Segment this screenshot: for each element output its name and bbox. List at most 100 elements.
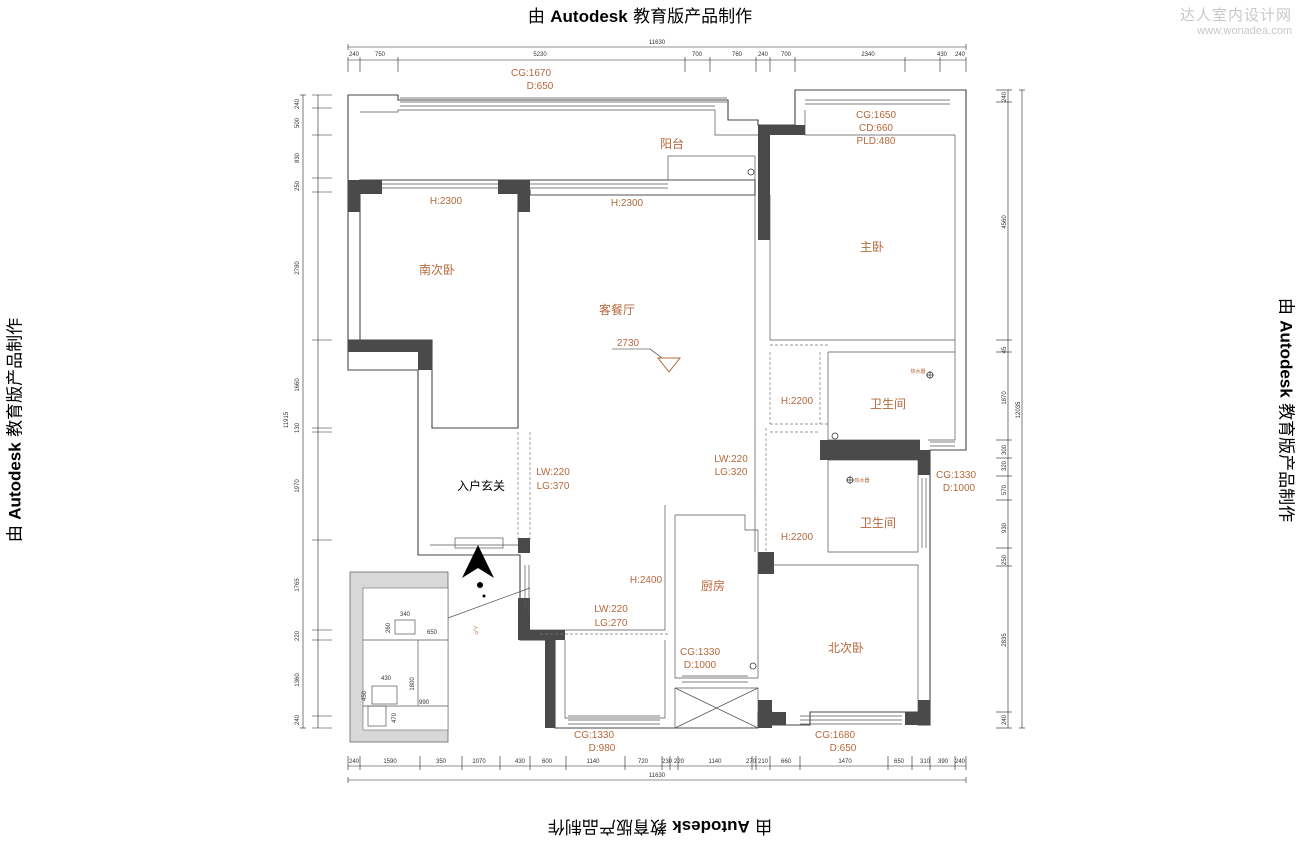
detail-dims: 340 260 650 430 1800 450 990 470 — [362, 612, 438, 723]
column-8 — [518, 598, 565, 728]
dim-bottom: 600 — [542, 759, 553, 765]
anno: LW:220 — [594, 604, 628, 615]
dim-left: 1360 — [295, 673, 301, 687]
site-logo-name: 达人室内设计网 — [1179, 6, 1292, 24]
room-north-bedroom: 北次卧 — [828, 641, 864, 655]
column-15 — [820, 450, 920, 460]
dim-bottom: 1470 — [838, 759, 852, 765]
dim-left: 2780 — [295, 261, 301, 275]
anno: 热水器 — [910, 368, 925, 375]
anno: D:1000 — [943, 483, 976, 494]
anno: H:2200 — [781, 532, 814, 543]
dim-top: 700 — [692, 52, 703, 58]
dim-left-total: 11915 — [284, 411, 290, 428]
entry-door — [447, 537, 531, 619]
anno: LG:370 — [537, 481, 570, 492]
detail-dim: 990 — [419, 700, 430, 706]
column-4 — [518, 180, 530, 212]
column-14 — [820, 440, 920, 450]
dim-right: 250 — [1002, 554, 1008, 565]
anno: PLD:480 — [857, 136, 896, 147]
dim-right: 930 — [1002, 522, 1008, 533]
dim-top: 240 — [758, 52, 769, 58]
dim-bottom: 1590 — [383, 759, 397, 765]
dim-bottom: 230 — [662, 759, 673, 765]
column-12 — [918, 700, 930, 725]
dim-top-total: 11630 — [649, 40, 666, 46]
dim-bottom: 660 — [781, 759, 792, 765]
dim-right: 240 — [1002, 714, 1008, 725]
dim-bottom: 220 — [674, 759, 685, 765]
dims-left: 240 500 830 250 2780 1660 130 1970 1765 … — [284, 98, 301, 725]
dim-right: 2835 — [1002, 633, 1008, 647]
dim-bottom-total: 11630 — [649, 773, 666, 779]
anno: LW:220 — [536, 467, 570, 478]
windows — [382, 97, 955, 725]
anno: CG:1650 — [856, 110, 896, 121]
openings — [517, 344, 828, 635]
entry-arrow-icon — [462, 545, 494, 578]
detail-dim: 1800 — [410, 677, 416, 691]
room-labels: 阳台 南次卧 客餐厅 主卧 卫生间 卫生间 入户玄关 厨房 北次卧 — [419, 136, 906, 655]
dim-bottom: 430 — [515, 759, 526, 765]
room-master-bedroom: 主卧 — [860, 240, 884, 254]
site-logo: 达人室内设计网 www.wonadea.com — [1180, 4, 1292, 37]
detail-dim: 470 — [392, 712, 398, 723]
anno: LG:320 — [715, 467, 748, 478]
dim-bottom: 720 — [638, 759, 649, 765]
dim-bottom: 210 — [758, 759, 769, 765]
dim-right: 240 — [1002, 91, 1008, 102]
dim-top: 760 — [732, 52, 743, 58]
anno: D:980 — [589, 743, 616, 754]
anno: 热水器 — [854, 477, 869, 484]
dim-left: 1970 — [295, 479, 301, 493]
detail-dim: 650 — [427, 630, 438, 636]
anno: CG:1330 — [680, 647, 720, 658]
dim-right: 570 — [1002, 484, 1008, 495]
dimension-lines — [302, 46, 1023, 781]
column-7 — [518, 538, 530, 553]
detail-dim: 260 — [386, 622, 392, 633]
detail-dim: 340 — [400, 612, 411, 618]
detail-dim: 430 — [381, 676, 392, 682]
column-2 — [348, 180, 360, 212]
dim-right: 45 — [1002, 346, 1008, 353]
dim-top: 2340 — [861, 52, 875, 58]
dim-right: 1870 — [1002, 391, 1008, 405]
dim-left: 1765 — [295, 578, 301, 592]
heater-symbols — [747, 168, 934, 670]
anno: CG:1670 — [511, 68, 551, 79]
column-9 — [758, 552, 774, 574]
dims-right: 240 4560 45 1870 300 320 570 930 250 283… — [1002, 91, 1022, 725]
dim-right: 320 — [1002, 460, 1008, 471]
room-bathroom-1: 卫生间 — [870, 397, 906, 411]
dim-top: 240 — [349, 52, 360, 58]
room-living-dining: 客餐厅 — [599, 302, 635, 317]
dim-bottom: 240 — [349, 759, 360, 765]
dim-left: 240 — [295, 98, 301, 109]
anno: CG:1680 — [815, 730, 855, 741]
column-16 — [918, 450, 930, 475]
anno: H:2300 — [611, 198, 644, 209]
columns — [348, 125, 930, 728]
anno: D:1000 — [684, 660, 717, 671]
drain-icon — [831, 432, 839, 440]
dim-top: 240 — [955, 52, 966, 58]
anno: 2730 — [617, 338, 640, 349]
anno: LW:220 — [714, 454, 748, 465]
column-13 — [905, 712, 918, 725]
anno: LG:270 — [595, 618, 628, 629]
room-bathroom-2: 卫生间 — [860, 516, 896, 530]
dim-top: 5230 — [533, 52, 547, 58]
dim-bottom: 270 — [746, 759, 757, 765]
dim-left: 220 — [295, 630, 301, 641]
anno: H:2400 — [630, 575, 663, 586]
dim-top: 700 — [781, 52, 792, 58]
column-10 — [758, 700, 772, 728]
dims-bottom: 240 1590 350 1070 430 600 1140 720 230 2… — [349, 759, 966, 779]
watermark-top: 由 Autodesk 教育版产品制作 — [527, 7, 753, 27]
dim-left: 500 — [295, 117, 301, 128]
dim-bottom: 240 — [955, 759, 966, 765]
dim-right-total: 12035 — [1016, 401, 1022, 418]
